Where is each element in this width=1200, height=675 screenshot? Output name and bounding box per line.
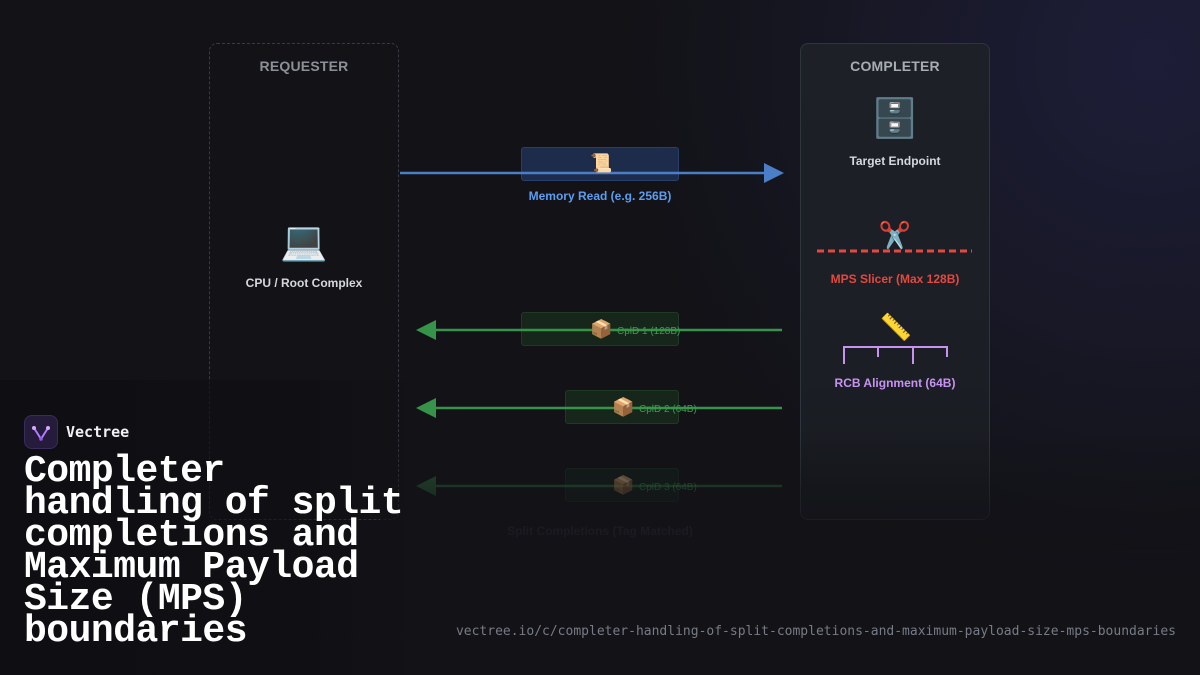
ruler-icon: 📏: [879, 312, 913, 342]
cpu-root-complex-label: CPU / Root Complex: [245, 276, 363, 290]
file-cabinet-icon: 🗄️: [871, 98, 919, 140]
brand: Vectree: [24, 415, 129, 449]
completer-title: COMPLETER: [850, 58, 940, 74]
split-completions-caption: Split Completions (Tag Matched): [507, 524, 693, 538]
page-url[interactable]: vectree.io/c/completer-handling-of-split…: [455, 624, 1176, 639]
memory-read-arrowhead: [764, 163, 784, 183]
cpld-2-label: CplD 2 (64B): [639, 404, 697, 415]
brand-name: Vectree: [66, 423, 130, 441]
mps-slicer-label: MPS Slicer (Max 128B): [830, 272, 960, 286]
cpld-1-label: CplD 1 (128B): [617, 326, 681, 337]
laptop-icon: 💻: [280, 221, 328, 263]
package-icon: 📦: [612, 475, 635, 495]
scroll-icon: 📜: [590, 153, 613, 173]
package-icon: 📦: [612, 397, 635, 417]
vectree-logo-icon: [24, 415, 58, 449]
cpld-3-label: CplD 3 (64B): [639, 482, 697, 493]
cpld-1-arrow: [416, 320, 782, 340]
rcb-alignment-label: RCB Alignment (64B): [834, 376, 956, 390]
scissors-icon: ✂️: [878, 220, 912, 250]
page-title: Completer handling of split completions …: [24, 450, 404, 653]
cpld-2-arrow: [416, 398, 782, 418]
rcb-ruler-bracket: [843, 346, 948, 364]
memory-read-packet: [521, 147, 679, 181]
target-endpoint-label: Target Endpoint: [849, 154, 941, 168]
package-icon: 📦: [590, 319, 613, 339]
cpld-3-arrow: [416, 476, 782, 496]
requester-title: REQUESTER: [259, 58, 349, 74]
memory-read-label: Memory Read (e.g. 256B): [528, 189, 672, 203]
